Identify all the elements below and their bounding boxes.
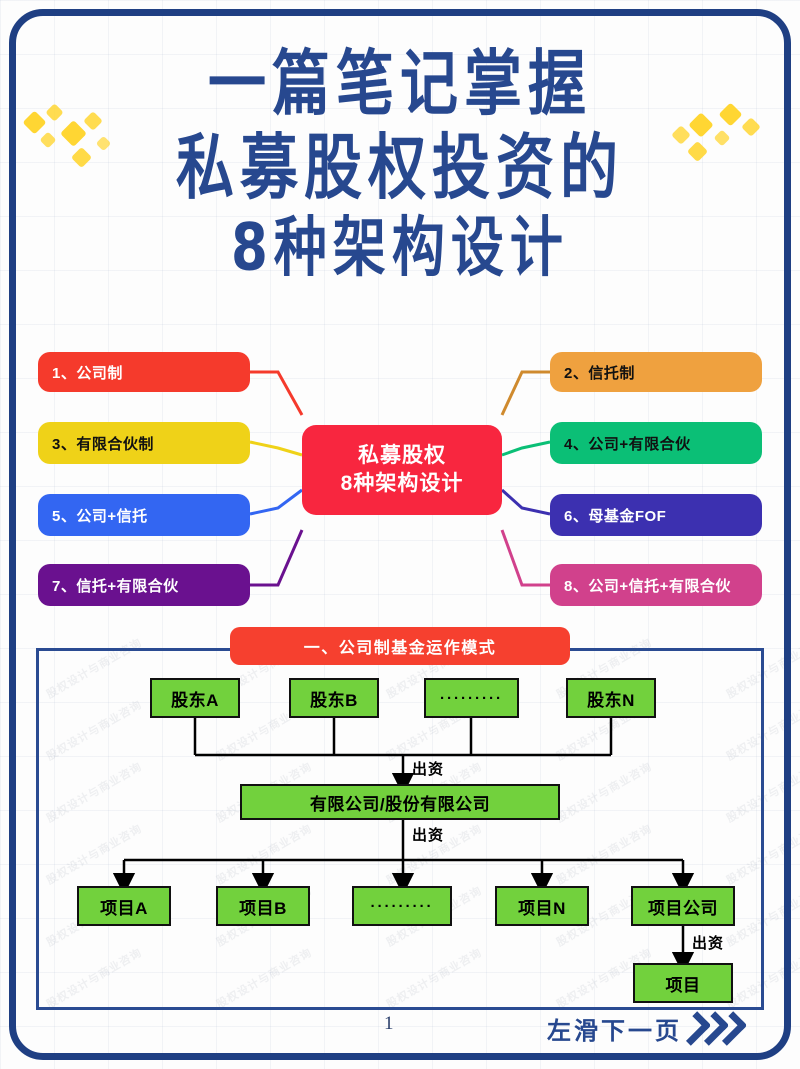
flow-project-3[interactable]: ········· bbox=[352, 886, 452, 926]
mindmap-branch-1[interactable]: 1、公司制 bbox=[38, 352, 250, 392]
page-title: 一篇笔记掌握 私募股权投资的 8种架构设计 bbox=[0, 41, 800, 281]
swipe-label: 左滑下一页 bbox=[547, 1018, 682, 1045]
flow-shareholder-3[interactable]: ········· bbox=[424, 678, 519, 718]
mindmap-branch-5[interactable]: 5、公司+信托 bbox=[38, 494, 250, 536]
mindmap-branch-7[interactable]: 7、信托+有限合伙 bbox=[38, 564, 250, 606]
flowchart-section-title: 一、公司制基金运作模式 bbox=[230, 627, 570, 665]
mindmap-branch-2[interactable]: 2、信托制 bbox=[550, 352, 762, 392]
title-line-1: 一篇笔记掌握 bbox=[207, 41, 592, 125]
title-line-2: 私募股权投资的 bbox=[175, 125, 624, 209]
mindmap-branch-8[interactable]: 8、公司+信托+有限合伙 bbox=[550, 564, 762, 606]
flow-entity-node[interactable]: 有限公司/股份有限公司 bbox=[240, 784, 560, 820]
swipe-next-page[interactable]: 左滑下一页 bbox=[547, 1011, 748, 1046]
center-node-line-1: 私募股权 bbox=[358, 443, 446, 467]
flow-shareholder-4[interactable]: 股东N bbox=[566, 678, 656, 718]
mindmap-branch-4[interactable]: 4、公司+有限合伙 bbox=[550, 422, 762, 464]
mindmap-branch-3[interactable]: 3、有限合伙制 bbox=[38, 422, 250, 464]
page-number: 1 bbox=[384, 1013, 394, 1034]
flow-sub-project[interactable]: 项目 bbox=[633, 963, 733, 1003]
mindmap-branch-6[interactable]: 6、母基金FOF bbox=[550, 494, 762, 536]
flow-edge-label-3: 出资 bbox=[692, 935, 725, 952]
center-node-line-2: 8种架构设计 bbox=[340, 472, 464, 495]
mindmap-connectors bbox=[249, 370, 551, 587]
flow-shareholder-2[interactable]: 股东B bbox=[289, 678, 379, 718]
flow-edge-label-2: 出资 bbox=[412, 827, 445, 844]
flow-shareholder-1[interactable]: 股东A bbox=[150, 678, 240, 718]
flow-project-5[interactable]: 项目公司 bbox=[631, 886, 735, 926]
flow-project-1[interactable]: 项目A bbox=[77, 886, 171, 926]
mindmap: 1、公司制 2、信托制 3、有限合伙制 4、公司+有限合伙 5、公司+信托 6、… bbox=[0, 330, 800, 615]
flow-project-2[interactable]: 项目B bbox=[216, 886, 310, 926]
flow-project-4[interactable]: 项目N bbox=[495, 886, 589, 926]
mindmap-center-node[interactable]: 私募股权 8种架构设计 bbox=[302, 425, 502, 515]
flow-edge-label-1: 出资 bbox=[412, 761, 445, 778]
title-line-3: 8种架构设计 bbox=[231, 211, 569, 286]
